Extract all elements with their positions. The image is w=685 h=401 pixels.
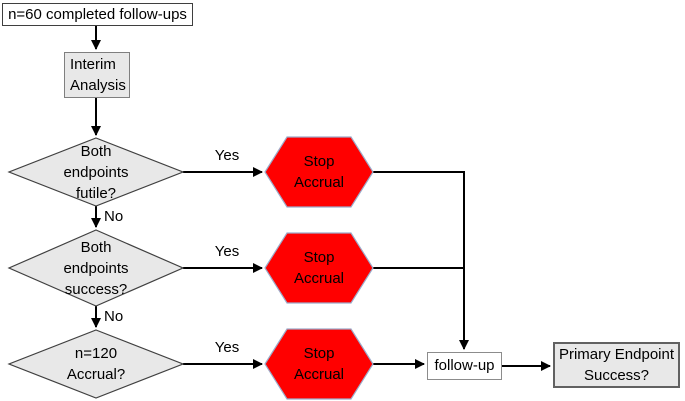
stop-accrual-hexagon-2 — [264, 232, 374, 304]
stop-accrual-hexagon-1 — [264, 136, 374, 208]
start-node: n=60 completed follow-ups — [2, 3, 193, 26]
stop-accrual-hexagon-3 — [264, 328, 374, 400]
interim-analysis-node: Interim Analysis — [64, 52, 130, 98]
primary-endpoint-node: Primary Endpoint Success? — [553, 342, 680, 388]
edge-stop1-to-followup — [373, 171, 469, 350]
decision-futile-diamond — [7, 137, 185, 207]
decision-accrual-diamond — [7, 329, 185, 399]
decision-success-diamond — [7, 229, 185, 307]
followup-node: follow-up — [427, 352, 502, 380]
